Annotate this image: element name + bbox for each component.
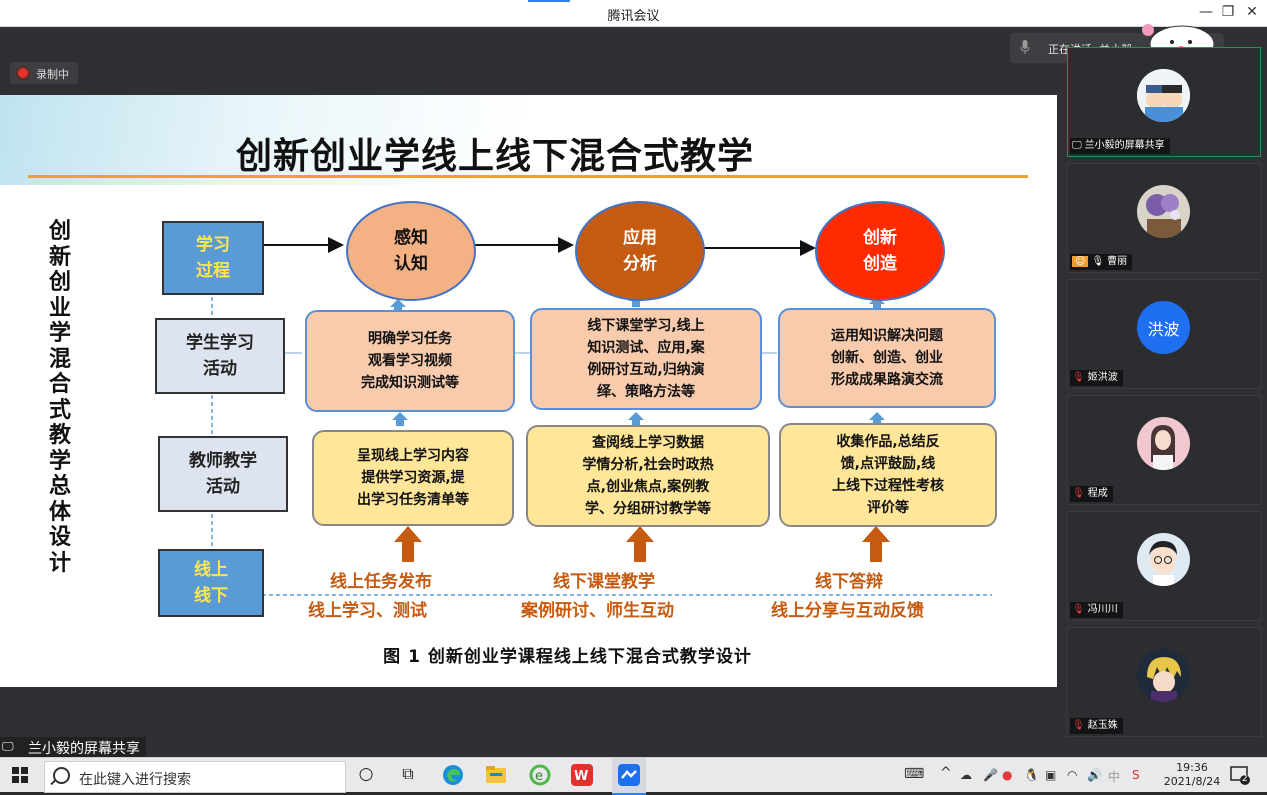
svg-text:e: e: [535, 769, 543, 784]
participant-tile[interactable]: 🎙程成: [1067, 395, 1261, 505]
window-title-bar: 腾讯会议 — ❐ ✕: [0, 0, 1267, 27]
participant-name: 🎙程成: [1070, 486, 1113, 502]
windows-start-icon[interactable]: [12, 767, 28, 787]
mode-top-1: 线上任务发布: [330, 572, 432, 592]
windows-taskbar: 在此键入进行搜索 ○ ⧉ e W ⌨ ^ ☁ 🎤 ● 🐧 ▣ ◠ 🔊 中 S 1…: [0, 757, 1267, 795]
participant-tile[interactable]: 洪波 🎙姬洪波: [1067, 279, 1261, 389]
ie-browser-icon[interactable]: e: [528, 764, 552, 786]
wps-office-icon[interactable]: W: [570, 764, 594, 786]
qq-icon[interactable]: 🐧: [1024, 768, 1039, 782]
student-box-2: 线下课堂学习,线上 知识测试、应用,案 例研讨互动,归纳演 绎、策略方法等: [530, 308, 762, 410]
edge-browser-icon[interactable]: [441, 764, 465, 786]
screen-share-icon: 🖵: [2, 739, 14, 753]
wifi-icon[interactable]: ◠: [1067, 768, 1078, 782]
figure-connectors: [211, 237, 992, 605]
screen-share-label: 🖵 兰小毅的屏幕共享: [0, 737, 146, 757]
title-accent: [528, 0, 570, 2]
avatar: [1137, 69, 1190, 122]
row-learning-process: 学习 过程: [162, 221, 264, 295]
notification-count: 2: [1242, 774, 1248, 784]
restore-button[interactable]: ❐: [1221, 4, 1235, 20]
screen-share-label-text: 兰小毅的屏幕共享: [28, 741, 140, 757]
participant-name: 🖵兰小毅的屏幕共享: [1070, 138, 1170, 154]
teacher-box-2: 查阅线上学习数据 学情分析,社会时政热 点,创业焦点,案例教 学、分组研讨教学等: [526, 425, 770, 527]
screen-share-icon: 🖵: [1072, 140, 1082, 151]
record-dot-icon: [18, 68, 28, 78]
participant-tile[interactable]: 🎙赵玉姝: [1067, 627, 1261, 737]
keyboard-icon[interactable]: ⌨: [904, 766, 925, 782]
mode-top-2: 线下课堂教学: [553, 572, 655, 592]
tencent-meeting-taskbar-icon[interactable]: [612, 758, 646, 795]
sogou-icon[interactable]: S: [1132, 768, 1140, 782]
mic-muted-icon: 🎙: [1072, 720, 1085, 731]
file-explorer-icon[interactable]: [484, 764, 508, 786]
slide-header-gradient: [0, 95, 1057, 185]
participant-name: 🎙姬洪波: [1070, 370, 1123, 386]
ime-indicator[interactable]: 中: [1108, 770, 1121, 784]
stage-application: 应用 分析: [575, 201, 705, 301]
taskbar-clock[interactable]: 19:36 2021/8/24: [1160, 761, 1224, 789]
slide-side-title: 创新创业学混合式教学总体设计: [48, 219, 71, 576]
minimize-button[interactable]: —: [1199, 4, 1213, 20]
search-icon: [53, 767, 70, 784]
search-placeholder: 在此键入进行搜索: [79, 772, 191, 788]
participant-tile[interactable]: 🖵兰小毅的屏幕共享: [1067, 47, 1261, 157]
participant-name: ☺🎙曹丽: [1070, 254, 1133, 270]
participant-name: 🎙冯川川: [1070, 602, 1123, 618]
row-teacher-activity: 教师教学 活动: [158, 436, 288, 512]
mode-bottom-2: 案例研讨、师生互动: [521, 601, 674, 621]
shared-slide: 创新创业学线上线下混合式教学 创新创业学混合式教学总体设计: [0, 95, 1057, 687]
microphone-icon: 🎙: [1091, 256, 1105, 267]
teaching-design-figure: 学习 过程 学生学习 活动 教师教学 活动 线上 线下 感知 认知 应用 分析 …: [102, 190, 1033, 687]
figure-caption: 图 1 创新创业学课程线上线下混合式教学设计: [383, 647, 752, 667]
volume-icon[interactable]: 🔊: [1087, 768, 1102, 782]
app-tray-icon[interactable]: ●: [1002, 768, 1013, 782]
slide-title-rule: [28, 175, 1028, 178]
svg-text:W: W: [574, 769, 588, 784]
recording-label: 录制中: [36, 68, 69, 81]
student-box-1: 明确学习任务 观看学习视频 完成知识测试等: [305, 310, 515, 412]
row-student-activity: 学生学习 活动: [155, 318, 285, 394]
mic-muted-icon: 🎙: [1072, 604, 1085, 615]
cloud-icon[interactable]: ☁: [960, 768, 972, 782]
recording-indicator[interactable]: 录制中: [10, 62, 78, 84]
avatar: [1137, 649, 1190, 702]
teacher-box-1: 呈现线上学习内容 提供学习资源,提 出学习任务清单等: [312, 430, 514, 526]
mic-muted-icon: 🎙: [1072, 488, 1085, 499]
slide-title: 创新创业学线上线下混合式教学: [235, 136, 754, 177]
participant-name: 🎙赵玉姝: [1070, 718, 1123, 734]
stage-innovation: 创新 创造: [815, 201, 945, 301]
mode-top-3: 线下答辩: [815, 572, 883, 592]
avatar: [1137, 533, 1190, 586]
mode-bottom-1: 线上学习、测试: [308, 601, 427, 621]
window-title: 腾讯会议: [607, 9, 660, 24]
student-box-3: 运用知识解决问题 创新、创造、创业 形成成果路演交流: [778, 308, 996, 408]
participant-tile[interactable]: 🎙冯川川: [1067, 511, 1261, 621]
chevron-up-icon[interactable]: ^: [940, 765, 952, 781]
cortana-icon[interactable]: ○: [358, 764, 374, 784]
device-icon[interactable]: ▣: [1045, 768, 1057, 782]
notification-icon[interactable]: 2: [1230, 765, 1250, 785]
row-online-offline: 线上 线下: [158, 549, 264, 617]
person-icon: ☺: [1072, 256, 1089, 267]
taskbar-search-box[interactable]: 在此键入进行搜索: [44, 761, 346, 793]
mic-muted-icon: 🎙: [1072, 372, 1085, 383]
avatar: 洪波: [1137, 301, 1190, 354]
participant-tile[interactable]: ☺🎙曹丽: [1067, 163, 1261, 273]
avatar: [1137, 417, 1190, 470]
teacher-box-3: 收集作品,总结反 馈,点评鼓励,线 上线下过程性考核 评价等: [779, 423, 997, 527]
close-button[interactable]: ✕: [1246, 4, 1258, 20]
task-view-icon[interactable]: ⧉: [402, 764, 414, 783]
stage-perception: 感知 认知: [346, 201, 476, 301]
microphone-tray-icon[interactable]: 🎤: [983, 768, 998, 782]
mode-bottom-3: 线上分享与互动反馈: [771, 601, 924, 621]
avatar: [1137, 185, 1190, 238]
clock-time: 19:36: [1176, 761, 1208, 774]
clock-date: 2021/8/24: [1163, 775, 1221, 788]
microphone-icon: [1020, 40, 1030, 58]
